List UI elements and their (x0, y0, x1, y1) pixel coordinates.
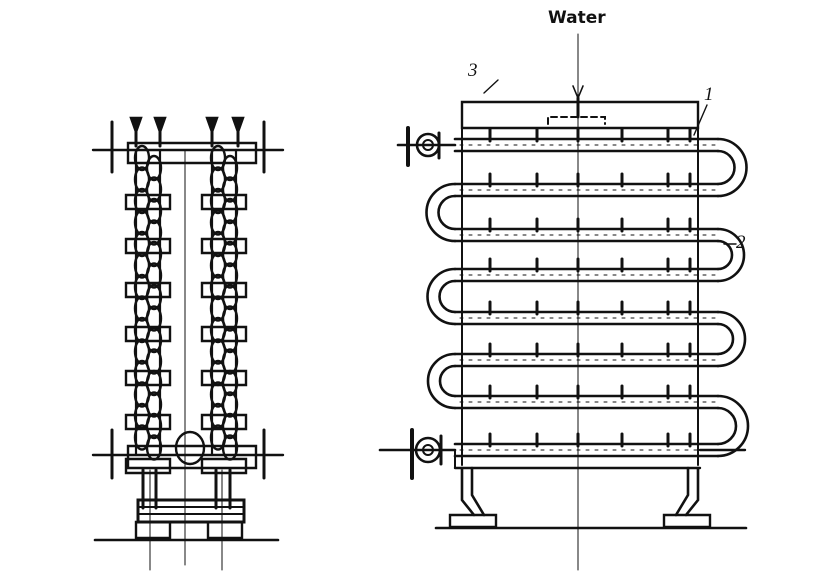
side-clamp-block (202, 195, 246, 209)
side-clamp-block (126, 239, 170, 253)
front-foot-left (450, 515, 496, 527)
side-top-header (128, 143, 256, 163)
side-tube-loop (147, 264, 161, 288)
u-bend-left (427, 184, 456, 241)
side-foot-left (136, 522, 170, 538)
u-bend-right (718, 396, 748, 456)
part-label-3: 3 (468, 60, 478, 81)
front-foot-right (664, 515, 710, 527)
u-bend-right (718, 229, 744, 281)
side-clamp-block (202, 415, 246, 429)
side-tube-loop (223, 307, 237, 331)
front-leg-right (686, 468, 698, 515)
side-tube-loop (147, 221, 161, 245)
side-tube-loop (223, 199, 237, 223)
side-clamp-block (202, 283, 246, 297)
side-tube-loop (147, 199, 161, 223)
side-tube-loop (147, 393, 161, 417)
side-clamp-block (202, 327, 246, 341)
side-tube-loop (223, 221, 237, 245)
u-bend-left-inner (439, 281, 455, 312)
u-bend-right-inner (718, 408, 736, 444)
side-tube-loop (147, 178, 161, 202)
u-bend-right (718, 312, 745, 366)
side-clamp-block (126, 327, 170, 341)
front-view (380, 34, 748, 570)
side-clamp-block (126, 195, 170, 209)
side-clamp-block (126, 415, 170, 429)
side-tube-loop (147, 307, 161, 331)
side-tube-loop (223, 264, 237, 288)
u-bend-right (718, 139, 747, 196)
side-bottom-manifold (176, 432, 204, 464)
side-clamp-block (202, 239, 246, 253)
side-foot-right (208, 522, 242, 538)
side-tube-loop (147, 350, 161, 374)
u-bend-left-inner (439, 196, 456, 229)
side-base-frame (138, 500, 244, 522)
side-clamp-block (126, 459, 170, 473)
part-label-1: 1 (704, 84, 714, 105)
front-leg-left (462, 468, 474, 515)
u-bend-right-inner (718, 151, 735, 184)
side-clamp-block (126, 371, 170, 385)
side-clamp-block (126, 283, 170, 297)
leader-3 (484, 80, 498, 93)
side-bottom-header (128, 446, 256, 468)
side-view (93, 118, 283, 570)
water-label: Water (548, 8, 606, 28)
side-pipe-stacks (126, 146, 246, 473)
side-tube-loop (223, 350, 237, 374)
u-bend-left (428, 269, 456, 324)
u-bend-right-inner (718, 241, 732, 269)
u-bend-left-inner (440, 366, 455, 396)
side-clamp-block (202, 459, 246, 473)
u-bend-right-inner (718, 324, 733, 354)
leader-1 (694, 105, 707, 135)
part-label-2: 2 (736, 232, 746, 253)
side-tube-loop (223, 178, 237, 202)
side-tube-loop (223, 393, 237, 417)
serpentine-tubes (427, 129, 749, 456)
side-clamp-block (202, 371, 246, 385)
side-tube-loop (147, 156, 161, 180)
side-tube-loop (223, 156, 237, 180)
side-top-valves (131, 118, 243, 146)
distribution-trough (462, 102, 698, 128)
u-bend-left (428, 354, 455, 408)
